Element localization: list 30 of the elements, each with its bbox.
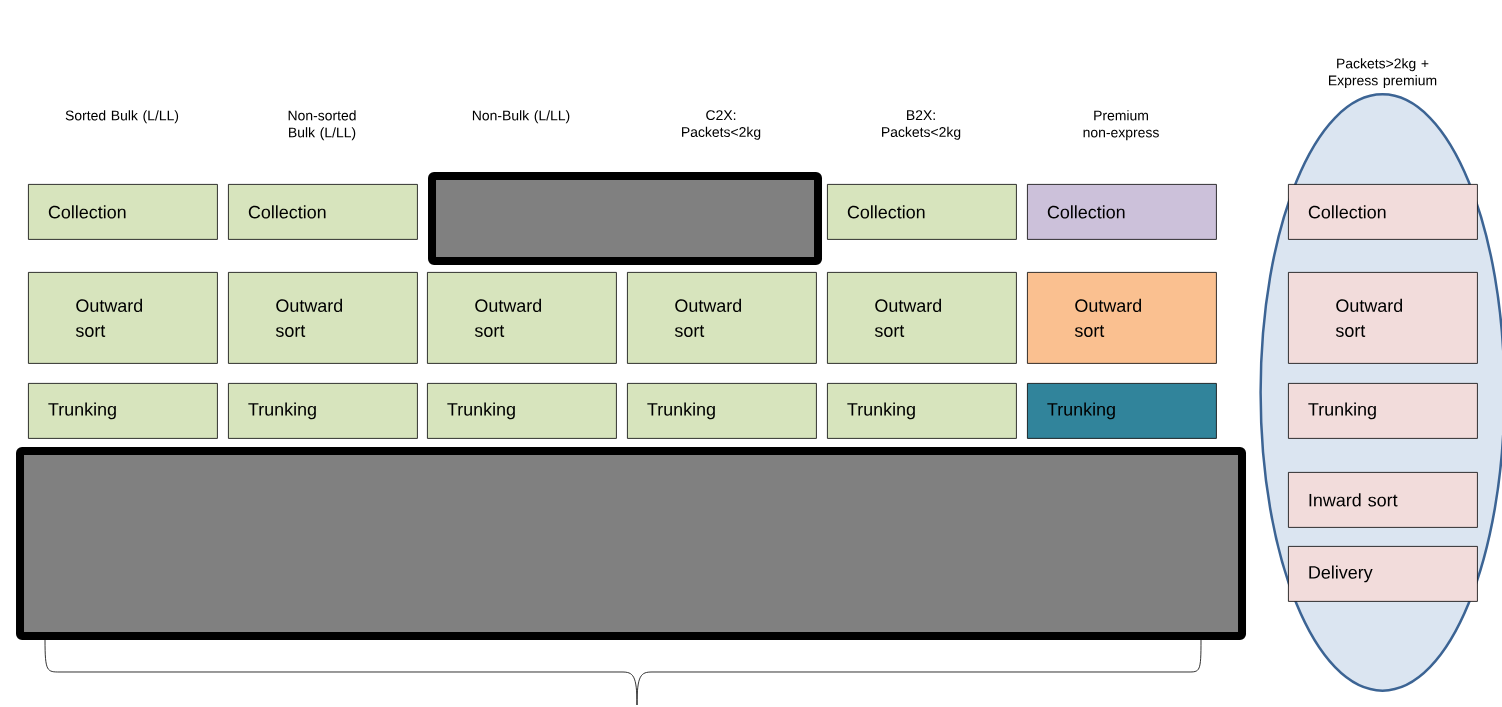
process-box: Outward sort [228, 272, 418, 364]
process-box: Collection [28, 184, 218, 240]
column-heading: Non-Bulk (L/LL) [472, 110, 570, 124]
process-box: Trunking [28, 383, 218, 439]
process-box: Outward sort [1288, 272, 1478, 364]
process-box: Delivery [1288, 546, 1478, 602]
process-box: Collection [228, 184, 418, 240]
process-box: Trunking [1288, 383, 1478, 439]
process-box: Inward sort [1288, 472, 1478, 528]
process-box: Outward sort [827, 272, 1017, 364]
column-heading: Sorted Bulk (L/LL) [65, 110, 179, 124]
column-heading: Non-sorted Bulk (L/LL) [288, 110, 356, 141]
column-heading: B2X: Packets<2kg [882, 110, 961, 140]
process-box: Trunking [627, 383, 817, 439]
process-box: Collection [827, 184, 1017, 240]
process-box: Collection [1027, 184, 1217, 240]
ellipse-heading: Packets>2kg + Express premium [1329, 58, 1437, 89]
process-box: Collection [1288, 184, 1478, 240]
process-box: Trunking [427, 383, 617, 439]
redacted-block [428, 172, 822, 265]
column-heading: C2X: Packets<2kg [682, 110, 761, 140]
process-box: Trunking [827, 383, 1017, 439]
process-box: Outward sort [627, 272, 817, 364]
process-box: Outward sort [28, 272, 218, 364]
process-box: Trunking [1027, 383, 1217, 439]
process-box: Outward sort [1027, 272, 1217, 364]
redacted-block [16, 447, 1246, 640]
process-box: Trunking [228, 383, 418, 439]
column-heading: Premium non-express [1083, 110, 1159, 141]
process-box: Outward sort [427, 272, 617, 364]
